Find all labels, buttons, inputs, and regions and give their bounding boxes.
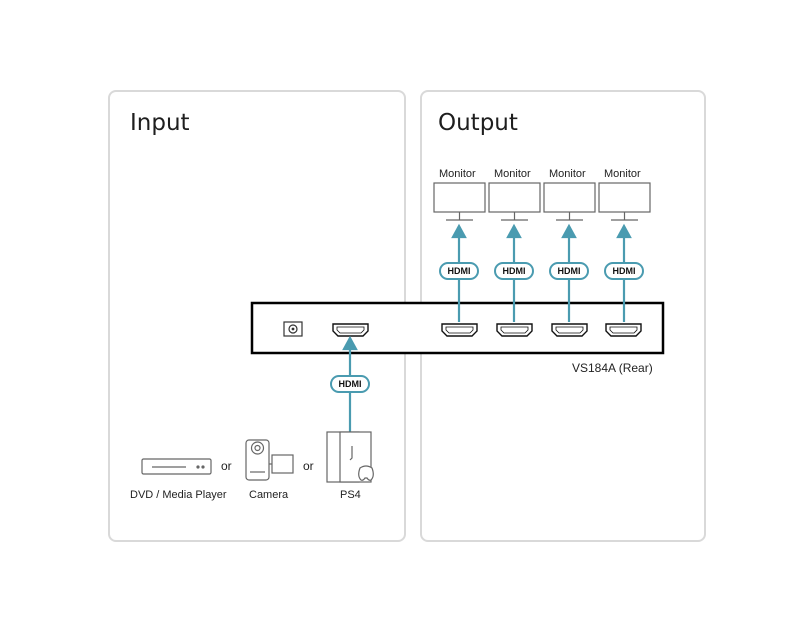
hdmi-cable-badge: HDMI bbox=[439, 262, 479, 280]
monitor-3-icon bbox=[543, 182, 596, 221]
ps4-icon bbox=[326, 431, 374, 483]
output-title: Output bbox=[438, 110, 518, 136]
hdmi-output-port-3-icon bbox=[551, 323, 588, 337]
hdmi-cable-badge: HDMI bbox=[549, 262, 589, 280]
hdmi-cable-badge: HDMI bbox=[604, 262, 644, 280]
dvd-player-icon bbox=[141, 458, 212, 475]
camera-icon bbox=[245, 439, 294, 481]
source-label-camera: Camera bbox=[249, 489, 289, 501]
monitor-1-icon bbox=[433, 182, 486, 221]
arrow-up-icon bbox=[616, 223, 632, 239]
monitor-label: Monitor bbox=[604, 168, 641, 180]
hdmi-input-port-icon bbox=[332, 323, 369, 337]
arrow-up-icon bbox=[342, 335, 358, 351]
monitor-label: Monitor bbox=[439, 168, 476, 180]
hdmi-cable-badge: HDMI bbox=[494, 262, 534, 280]
monitor-label: Monitor bbox=[494, 168, 531, 180]
arrow-up-icon bbox=[561, 223, 577, 239]
hdmi-output-port-1-icon bbox=[441, 323, 478, 337]
or-separator: or bbox=[221, 459, 232, 473]
hdmi-output-port-4-icon bbox=[605, 323, 642, 337]
hdmi-cable-badge: HDMI bbox=[330, 375, 370, 393]
or-separator: or bbox=[303, 459, 314, 473]
arrow-up-icon bbox=[506, 223, 522, 239]
hdmi-output-port-2-icon bbox=[496, 323, 533, 337]
monitor-2-icon bbox=[488, 182, 541, 221]
source-label-dvd: DVD / Media Player bbox=[130, 489, 227, 501]
power-jack-icon bbox=[283, 321, 303, 337]
monitor-4-icon bbox=[598, 182, 651, 221]
input-title: Input bbox=[130, 110, 190, 136]
device-label: VS184A (Rear) bbox=[572, 361, 653, 375]
source-label-ps4: PS4 bbox=[340, 489, 361, 501]
arrow-up-icon bbox=[451, 223, 467, 239]
monitor-label: Monitor bbox=[549, 168, 586, 180]
